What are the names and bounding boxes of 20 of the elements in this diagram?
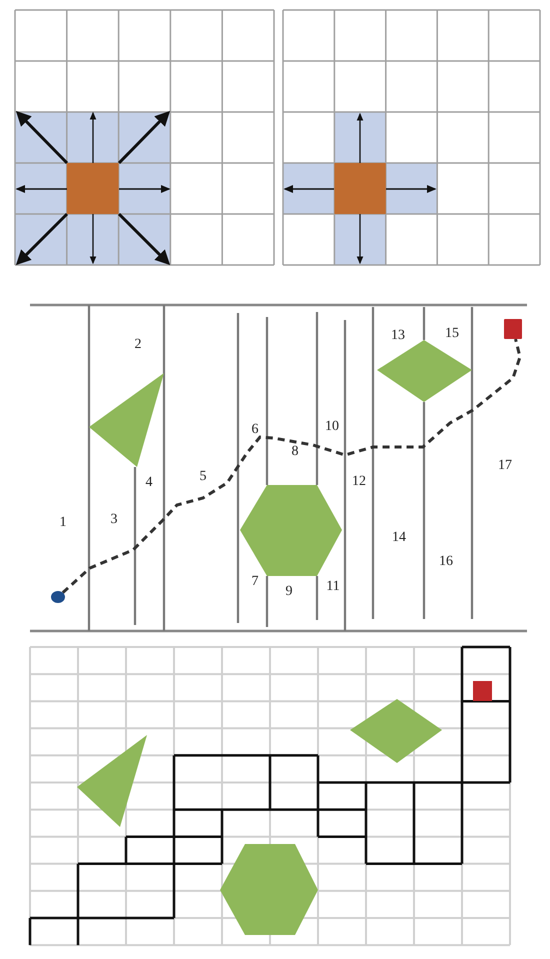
region-number: 13 (391, 329, 405, 343)
region-number: 10 (325, 420, 339, 434)
region-number: 16 (439, 555, 453, 569)
region-number: 6 (252, 423, 258, 437)
region-number: 7 (252, 575, 258, 589)
goal-square (504, 319, 522, 339)
region-number: 5 (200, 470, 206, 484)
region-number: 15 (445, 327, 459, 341)
region-number: 11 (326, 580, 340, 594)
region-number: 17 (498, 459, 512, 473)
start-dot (51, 591, 65, 603)
region-number: 9 (286, 585, 292, 599)
dashed-path (62, 338, 522, 594)
region-number: 1 (60, 516, 66, 530)
region-number: 3 (110, 513, 118, 527)
region-number: 8 (292, 445, 298, 459)
region-number: 12 (352, 475, 366, 489)
region-number: 14 (392, 531, 406, 545)
region-number: 4 (146, 476, 152, 490)
region-number: 2 (134, 338, 142, 352)
